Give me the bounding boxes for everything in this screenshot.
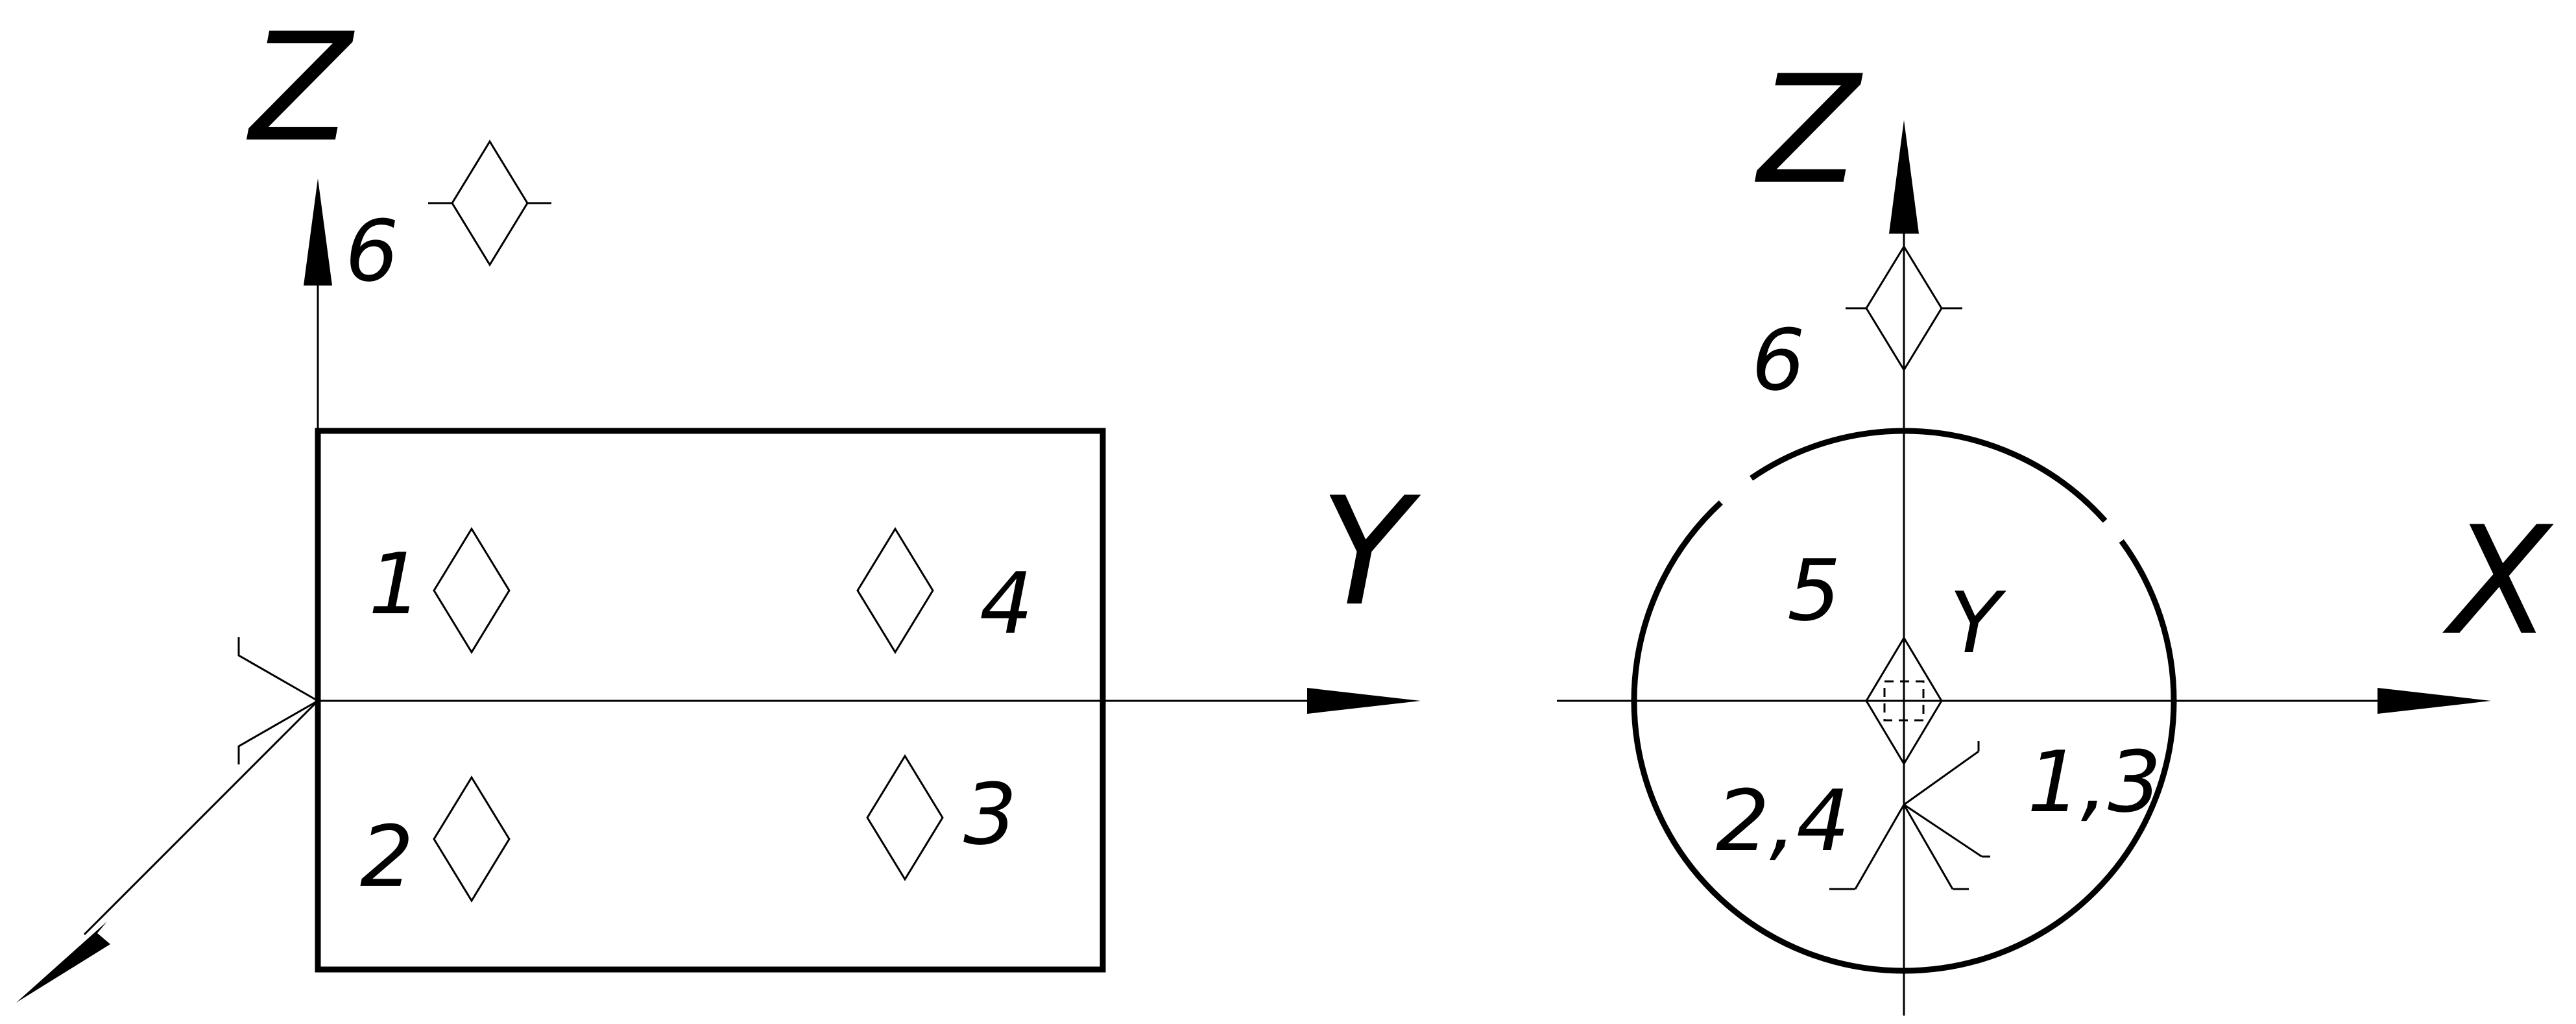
front-label-2: 2 (360, 807, 414, 906)
front-y-axis-label: Y (1320, 466, 1421, 639)
side-view: Z X 6 5 Y (1557, 44, 2554, 1016)
front-label-3: 3 (963, 765, 1017, 864)
side-z-axis-label: Z (1754, 44, 1863, 217)
support-symbol-1 (433, 527, 511, 654)
side-z-arrowhead (1889, 120, 1919, 234)
front-view: Z Y 1 2 4 3 6 (16, 2, 1421, 1003)
support-symbol-4 (856, 527, 934, 654)
front-label-1: 1 (368, 535, 422, 633)
support-symbol-2 (433, 775, 511, 903)
front-clamp-symbol (237, 637, 319, 764)
front-x-arrowhead (16, 921, 110, 1003)
front-z-arrowhead (304, 178, 332, 286)
side-label-5: 5 (1787, 541, 1841, 640)
front-label-6: 6 (345, 202, 399, 300)
side-clamp-symbol (1829, 741, 1990, 890)
front-label-4: 4 (980, 554, 1033, 653)
side-support-symbol-6 (1846, 245, 1962, 372)
side-support-symbol-5 (1865, 636, 1943, 766)
support-symbol-6 (428, 140, 551, 267)
side-x-axis-label: X (2442, 495, 2554, 668)
side-body-outline (1631, 428, 2177, 974)
front-y-arrowhead (1307, 688, 1421, 714)
support-symbol-3 (866, 754, 944, 881)
side-label-y: Y (1949, 574, 2006, 672)
side-label-1-3: 1,3 (2027, 733, 2161, 831)
side-x-arrowhead (2377, 688, 2491, 714)
side-label-6: 6 (1751, 311, 1805, 409)
side-label-2-4: 2,4 (1716, 772, 1850, 870)
front-z-axis-label: Z (246, 2, 355, 175)
front-x-axis-line (83, 700, 319, 936)
